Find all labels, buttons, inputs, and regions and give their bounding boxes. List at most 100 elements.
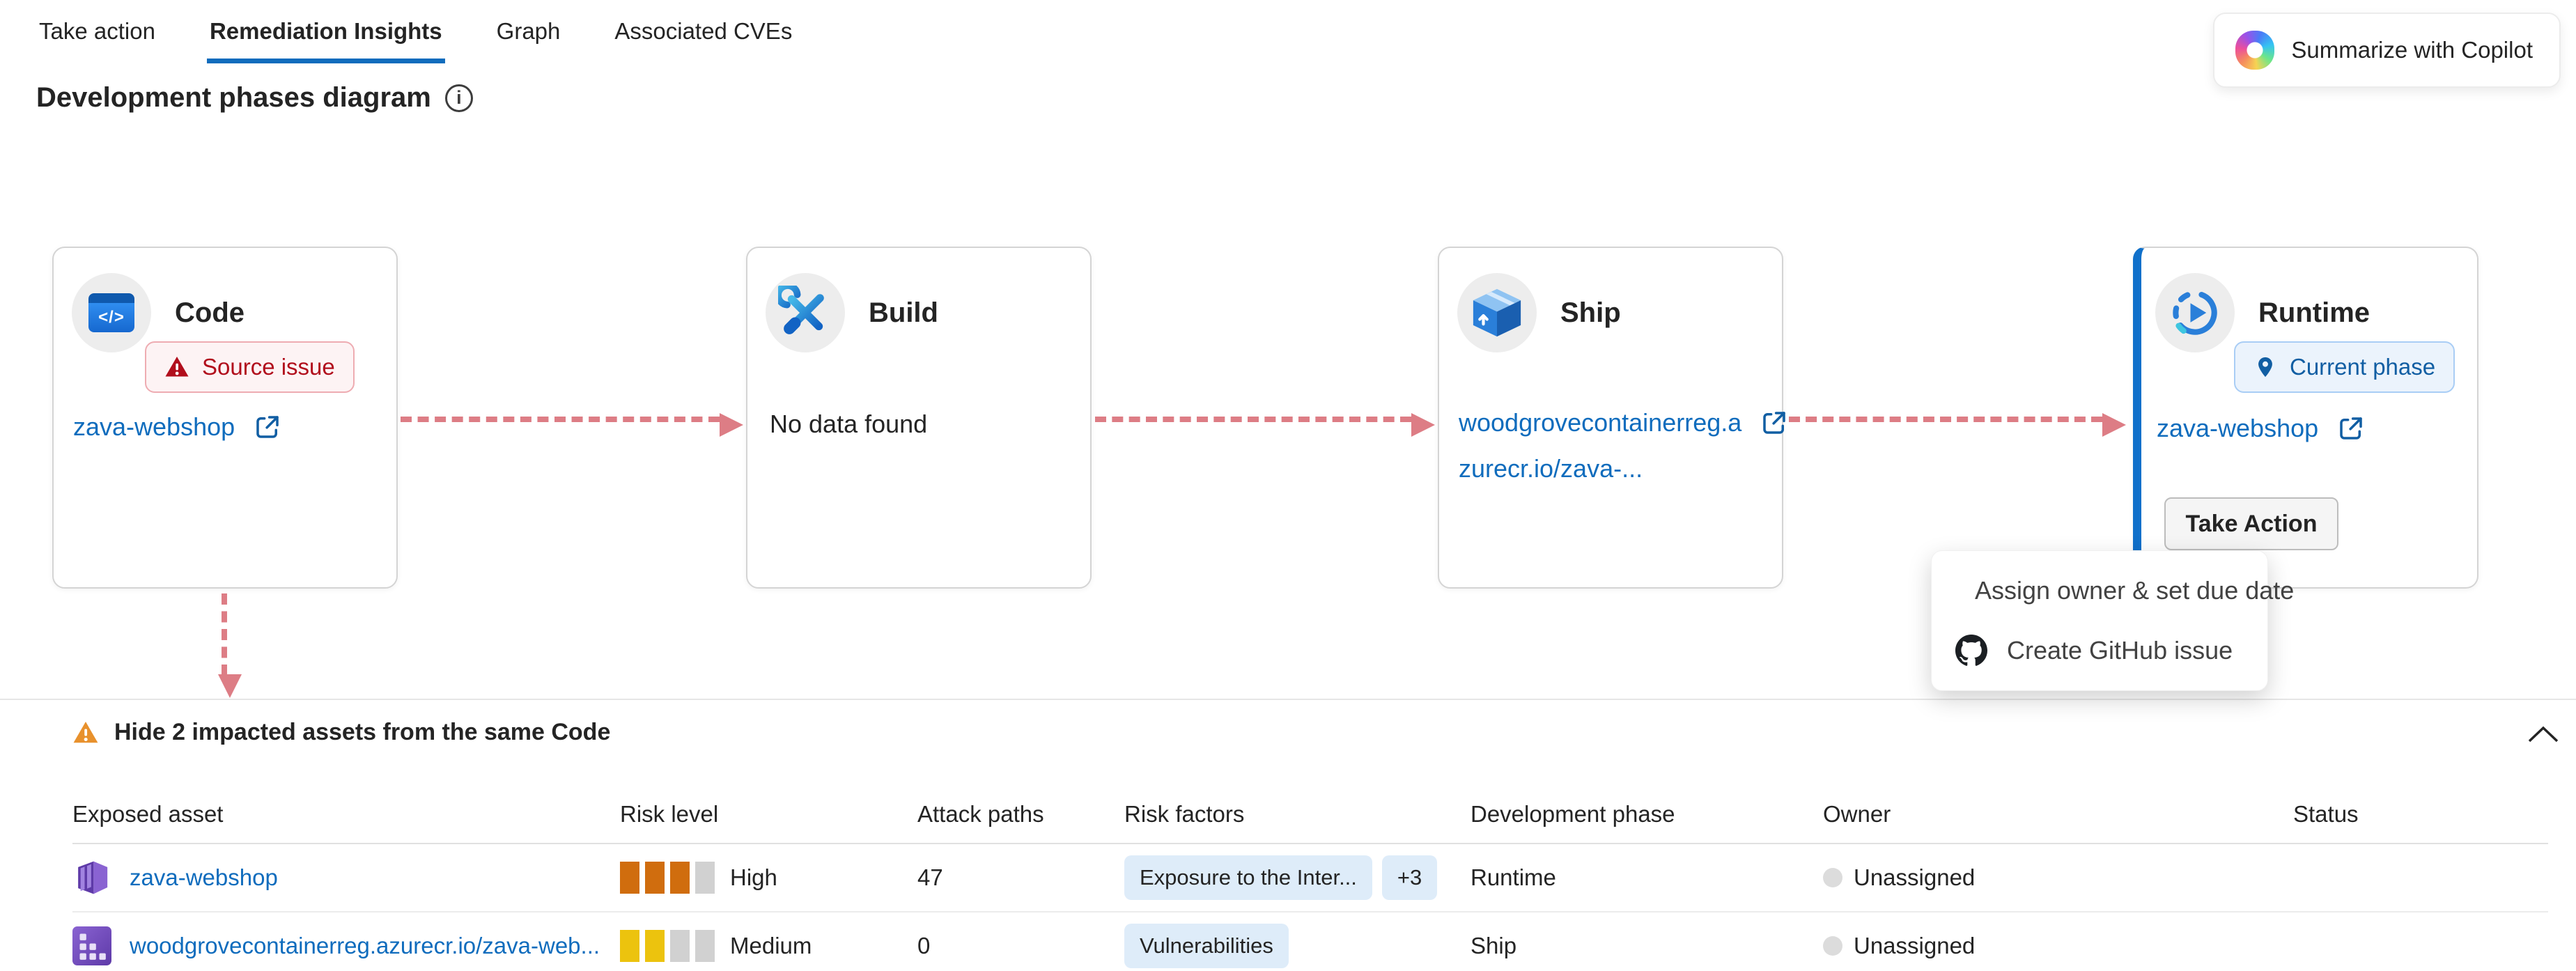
build-no-data-text: No data found bbox=[770, 410, 928, 438]
current-phase-badge: Current phase bbox=[2234, 341, 2455, 393]
summarize-with-copilot-button[interactable]: Summarize with Copilot bbox=[2213, 13, 2561, 88]
source-issue-label: Source issue bbox=[202, 354, 335, 380]
asset-link[interactable]: zava-webshop bbox=[130, 864, 278, 890]
package-icon bbox=[1473, 288, 1521, 337]
status-dot bbox=[1823, 868, 1842, 887]
status-cell: Unassigned bbox=[1823, 933, 2293, 959]
table-header-row: Exposed asset Risk level Attack paths Ri… bbox=[72, 786, 2548, 844]
ship-card-title: Ship bbox=[1560, 297, 1621, 328]
arrow-code-to-build bbox=[401, 413, 743, 437]
external-link-icon bbox=[1763, 412, 1786, 434]
build-card-title: Build bbox=[869, 297, 938, 328]
risk-factor-more-badge[interactable]: +3 bbox=[1381, 855, 1438, 900]
col-header-risk-level[interactable]: Risk level bbox=[620, 801, 719, 827]
col-header-attack-paths[interactable]: Attack paths bbox=[917, 801, 1044, 827]
menu-item-create-github-issue[interactable]: Create GitHub issue bbox=[1932, 621, 2267, 681]
source-issue-badge: Source issue bbox=[145, 341, 355, 393]
ship-icon bbox=[1457, 273, 1537, 352]
copilot-button-label: Summarize with Copilot bbox=[2291, 37, 2533, 63]
risk-level-cell: High bbox=[620, 862, 917, 894]
asset-cell: woodgrovecontainerreg.azurecr.io/zava-we… bbox=[72, 926, 620, 965]
risk-factor-badge[interactable]: Exposure to the Inter... bbox=[1124, 855, 1372, 900]
code-card-title: Code bbox=[175, 297, 245, 328]
risk-factors-cell: Exposure to the Inter... +3 bbox=[1124, 855, 1471, 900]
error-triangle-icon bbox=[165, 357, 189, 377]
tools-icon bbox=[778, 286, 824, 334]
create-github-issue-label: Create GitHub issue bbox=[2007, 636, 2233, 665]
phase-card-build: Build No data found bbox=[746, 247, 1092, 589]
col-header-exposed-asset[interactable]: Exposed asset bbox=[72, 801, 224, 827]
asset-link[interactable]: woodgrovecontainerreg.azurecr.io/zava-we… bbox=[130, 933, 600, 958]
risk-level-cell: Medium bbox=[620, 930, 917, 962]
take-action-menu: Assign owner & set due date Create GitHu… bbox=[1931, 550, 2294, 691]
impacted-assets-header-text: Hide 2 impacted assets from the same Cod… bbox=[114, 719, 611, 745]
risk-level-label: High bbox=[730, 864, 777, 890]
menu-item-assign-owner[interactable]: Assign owner & set due date bbox=[1932, 561, 2294, 621]
status-label: Unassigned bbox=[1854, 933, 1976, 958]
tab-remediation-insights[interactable]: Remediation Insights bbox=[206, 0, 445, 63]
col-header-development-phase[interactable]: Development phase bbox=[1471, 801, 1675, 827]
col-header-risk-factors[interactable]: Risk factors bbox=[1124, 801, 1245, 827]
ship-link-line2: zurecr.io/zava-... bbox=[1459, 454, 1643, 483]
ship-card-header: Ship bbox=[1457, 273, 1621, 352]
take-action-button[interactable]: Take Action bbox=[2164, 497, 2338, 550]
table-row[interactable]: zava-webshop High 47 Exposure to the Int… bbox=[72, 844, 2548, 912]
code-icon: </> bbox=[72, 273, 151, 352]
risk-meter bbox=[620, 862, 715, 894]
phase-card-ship: Ship woodgrovecontainerreg.a zurecr.io/z… bbox=[1438, 247, 1786, 589]
section-divider bbox=[0, 699, 2576, 700]
collapse-section-button[interactable] bbox=[2527, 724, 2559, 747]
build-card-header: Build bbox=[766, 273, 938, 352]
build-icon bbox=[766, 273, 845, 352]
tab-bar: Take action Remediation Insights Graph A… bbox=[36, 0, 795, 63]
risk-factor-badge[interactable]: Vulnerabilities bbox=[1124, 924, 1289, 968]
warning-icon bbox=[73, 721, 98, 743]
runtime-icon bbox=[2155, 273, 2235, 352]
arrow-ship-to-runtime bbox=[1789, 413, 2126, 437]
col-header-status[interactable]: Status bbox=[2293, 801, 2359, 827]
github-icon bbox=[1955, 635, 1987, 666]
status-dot bbox=[1823, 936, 1842, 956]
external-link-icon bbox=[256, 416, 279, 438]
phase-card-runtime: Runtime Current phase zava-webshop Take … bbox=[2133, 247, 2478, 589]
current-phase-label: Current phase bbox=[2290, 354, 2436, 380]
runtime-play-icon bbox=[2173, 290, 2217, 335]
runtime-card-title: Runtime bbox=[2258, 297, 2370, 328]
page-title: Development phases diagram i bbox=[36, 82, 473, 114]
risk-factors-cell: Vulnerabilities bbox=[1124, 924, 1471, 968]
ship-link-line1: woodgrovecontainerreg.a bbox=[1459, 408, 1742, 437]
external-link-icon bbox=[2340, 417, 2362, 440]
page-title-text: Development phases diagram bbox=[36, 82, 431, 113]
arrow-build-to-ship bbox=[1095, 413, 1435, 437]
asset-cell: zava-webshop bbox=[72, 858, 620, 897]
container-registry-icon bbox=[72, 926, 111, 965]
tab-associated-cves[interactable]: Associated CVEs bbox=[614, 18, 793, 44]
code-asset-link-text: zava-webshop bbox=[73, 412, 235, 441]
ship-asset-link-text: woodgrovecontainerreg.a zurecr.io/zava-.… bbox=[1459, 400, 1741, 492]
container-icon bbox=[78, 861, 108, 894]
code-card-header: </> Code bbox=[72, 273, 245, 352]
status-label: Unassigned bbox=[1854, 864, 1976, 890]
attack-paths-cell: 47 bbox=[917, 864, 943, 890]
assign-owner-label: Assign owner & set due date bbox=[1975, 576, 2295, 605]
ship-asset-link[interactable]: woodgrovecontainerreg.a zurecr.io/zava-.… bbox=[1459, 400, 1789, 492]
chevron-up-icon bbox=[2528, 726, 2559, 743]
table-row[interactable]: woodgrovecontainerreg.azurecr.io/zava-we… bbox=[72, 912, 2548, 971]
impacted-assets-header[interactable]: Hide 2 impacted assets from the same Cod… bbox=[72, 719, 610, 746]
arrow-code-to-assets bbox=[218, 593, 242, 698]
runtime-asset-link[interactable]: zava-webshop bbox=[2157, 405, 2366, 451]
impacted-assets-table: Exposed asset Risk level Attack paths Ri… bbox=[72, 786, 2548, 971]
copilot-icon bbox=[2235, 31, 2275, 70]
phase-card-code: </> Code Source issue zava-webshop bbox=[52, 247, 398, 589]
risk-level-label: Medium bbox=[730, 933, 812, 958]
tab-take-action[interactable]: Take action bbox=[39, 18, 155, 44]
code-glyph: </> bbox=[88, 293, 134, 332]
code-asset-link[interactable]: zava-webshop bbox=[73, 404, 282, 450]
tab-graph[interactable]: Graph bbox=[496, 18, 561, 44]
col-header-owner[interactable]: Owner bbox=[1823, 801, 1891, 827]
info-icon[interactable]: i bbox=[444, 84, 473, 112]
development-phase-cell: Ship bbox=[1471, 933, 1517, 958]
development-phase-cell: Runtime bbox=[1471, 864, 1556, 890]
attack-paths-cell: 0 bbox=[917, 933, 931, 958]
